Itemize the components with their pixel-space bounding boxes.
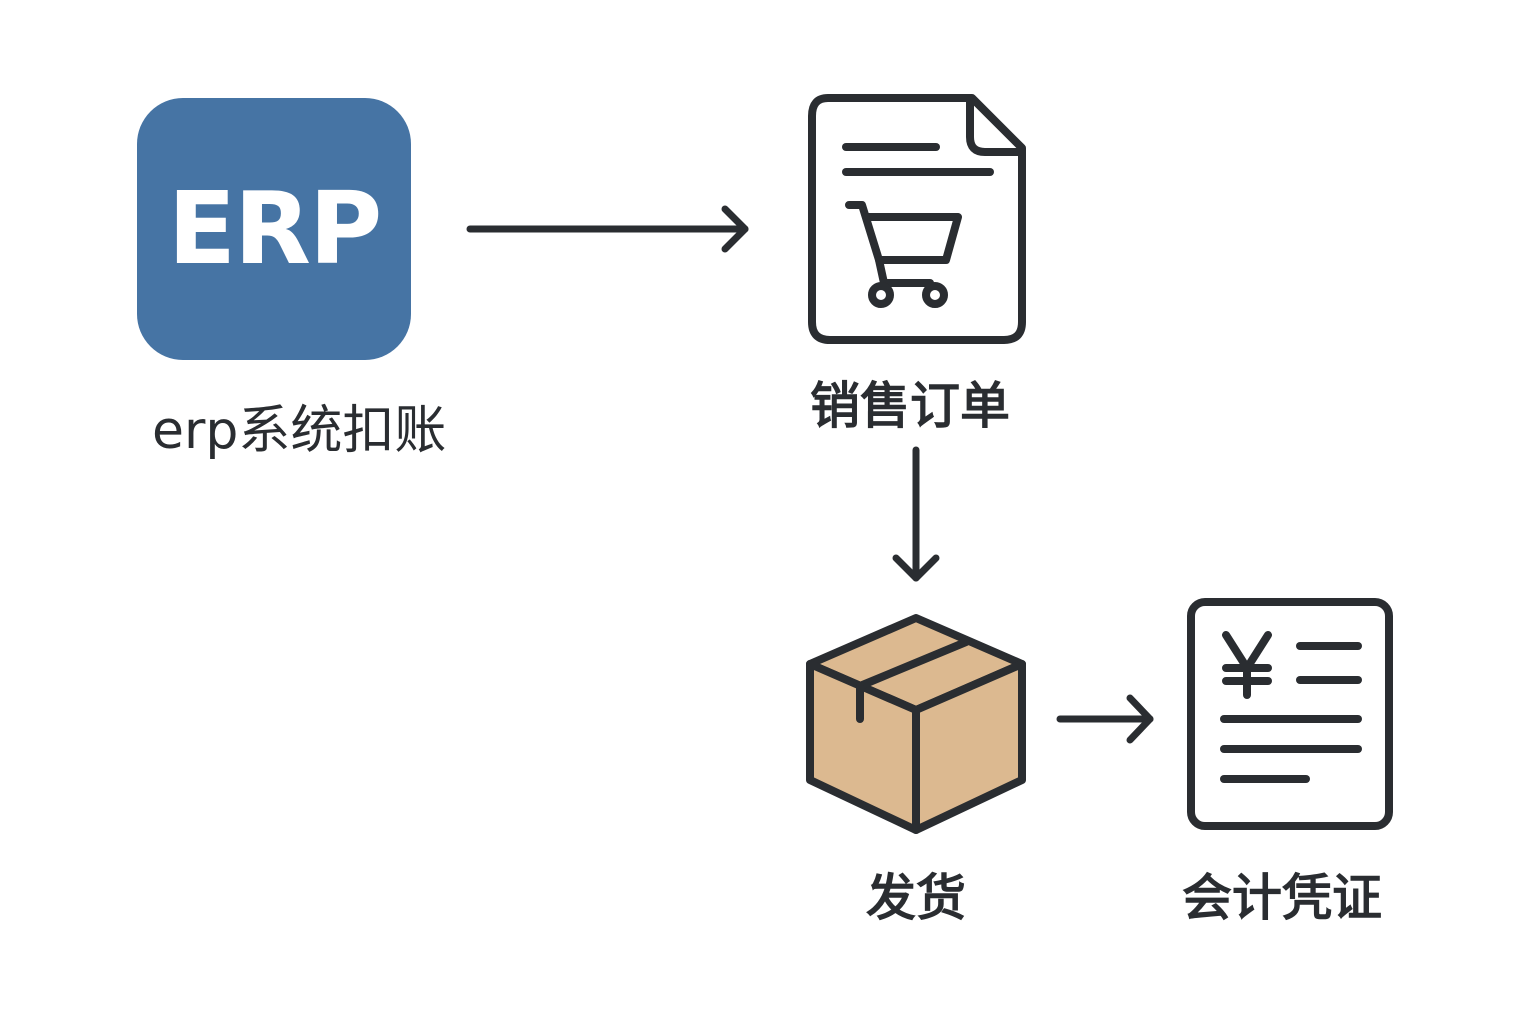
yen-icon [1222, 631, 1272, 699]
document-fold [966, 96, 1024, 156]
arrow-erp-to-order-head [721, 205, 749, 253]
voucher-node-label: 会计凭证 [1182, 869, 1382, 927]
voucher-outline [1187, 598, 1393, 830]
erp-node-label: erp系统扣账 [152, 401, 447, 461]
sales-order-node-label: 销售订单 [810, 377, 1010, 435]
erp-logo-text: ERP [167, 169, 383, 287]
arrow-order-to-shipping-head [892, 554, 940, 582]
box-tape [856, 638, 970, 690]
arrow-shipping-to-voucher-head [1126, 694, 1154, 744]
shipping-node-label: 发货 [866, 869, 966, 927]
erp-logo-icon: ERP [137, 98, 411, 360]
box-right-face [912, 660, 1026, 834]
shopping-cart-icon [845, 201, 962, 308]
